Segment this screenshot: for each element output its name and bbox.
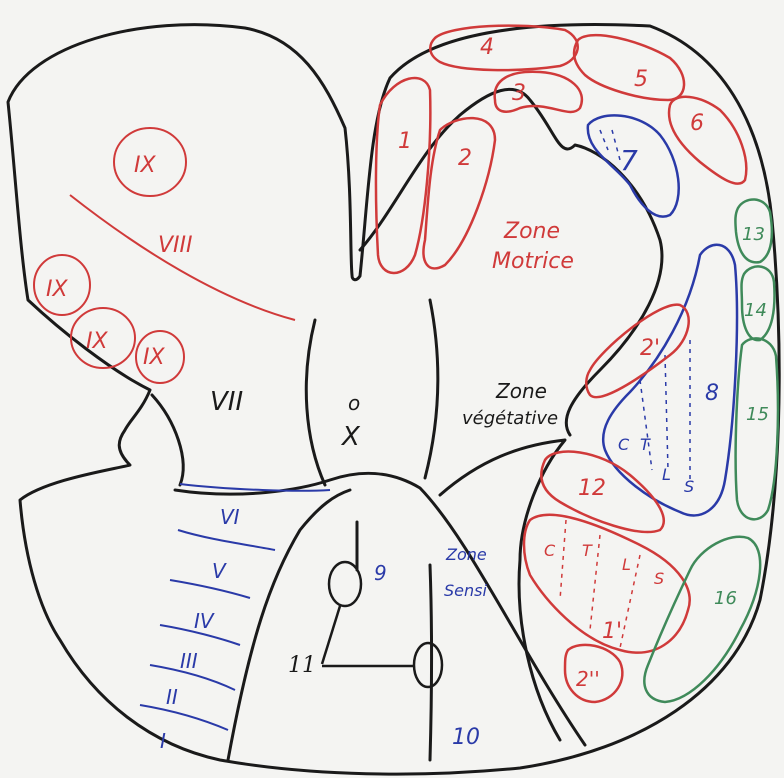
nucleus-11-left (329, 562, 361, 606)
tract-1prime-S: S (654, 569, 664, 588)
tract-15-outline (736, 338, 778, 519)
lamina-I-boundary (140, 705, 228, 730)
lamina-II: II (166, 685, 178, 709)
tract-1prime-L: L (622, 555, 631, 574)
tract-14-label: 14 (744, 300, 767, 321)
pointer-11-left (322, 606, 340, 664)
tract-2dprime-label: 2'' (576, 667, 600, 691)
tract-1-outline (376, 78, 430, 273)
motor-zone-line1: Zone (503, 219, 560, 244)
tract-1-label: 1 (398, 129, 412, 154)
lamina-X: X (340, 422, 361, 452)
lamina-IX-top: IX (134, 153, 156, 178)
tract-2-label: 2 (458, 146, 472, 171)
tract-15-label: 15 (746, 404, 769, 425)
lamina-I: I (160, 729, 166, 753)
sensory-zone-line2: Sensi (444, 581, 487, 600)
tract-6-label: 6 (690, 111, 704, 136)
tract-7-hatch-1 (600, 130, 608, 150)
lamina-IX-left-3: IX (143, 345, 165, 370)
vegetative-zone-line2: végétative (462, 408, 558, 429)
nucleus-11-right (414, 643, 442, 687)
lamina-V: V (212, 559, 227, 583)
tract-1prime-hatch-1 (560, 520, 566, 600)
tract-1prime-label: 1' (602, 619, 622, 644)
tract-5-outline (574, 35, 684, 100)
motor-zone-line2: Motrice (492, 249, 574, 274)
lamina-VI: VI (220, 505, 240, 529)
tract-8-L: L (662, 465, 671, 484)
tract-3-label: 3 (512, 81, 526, 106)
lamina-VII: VII (210, 387, 243, 417)
outer-boundary (8, 25, 779, 775)
posterior-horn-left-outline (228, 490, 350, 760)
tract-7-label: 7 (620, 144, 638, 177)
left-dorsal-notch (152, 395, 183, 485)
lamina-VIII: VIII (158, 233, 193, 258)
lamina-III: III (180, 649, 198, 673)
tract-16-label: 16 (714, 588, 737, 609)
tract-8-hatch-1 (640, 380, 652, 470)
posterior-septum-2 (430, 565, 432, 760)
sensory-zone-line1: Zone (445, 545, 487, 564)
tract-10-label: 10 (452, 725, 480, 750)
tract-9-label: 9 (374, 561, 387, 585)
tract-16-outline (644, 537, 760, 702)
lamina-IV: IV (194, 609, 215, 633)
grey-commissure-right (425, 300, 438, 478)
vegetative-zone-line1: Zone (495, 379, 547, 403)
central-canal: o (348, 391, 360, 415)
lamina-V-boundary (178, 530, 275, 550)
tract-12-label: 12 (578, 476, 606, 501)
tract-7-hatch-2 (612, 130, 620, 160)
tract-8-S: S (684, 477, 694, 496)
tract-8-label: 8 (705, 381, 719, 406)
lamina-IX-left-2: IX (86, 329, 108, 354)
lamina-IX-left-1: IX (46, 277, 68, 302)
tract-8-C: C (618, 435, 630, 454)
tract-2prime-label: 2' (640, 336, 660, 361)
cord-outline (8, 25, 779, 775)
tract-8-T: T (640, 435, 651, 454)
tract-5-label: 5 (634, 67, 648, 92)
tract-1prime-T: T (582, 541, 593, 560)
tract-4-label: 4 (480, 35, 494, 60)
tract-6-outline (669, 97, 746, 184)
tract-4-outline (430, 26, 577, 71)
tract-1prime-C: C (544, 541, 556, 560)
label-11: 11 (288, 653, 316, 678)
tract-8-hatch-2 (665, 355, 668, 470)
tract-13-label: 13 (742, 224, 765, 245)
grey-commissure-left (306, 320, 325, 485)
lamina-IV-boundary (170, 580, 250, 598)
tract-3-outline (495, 72, 582, 112)
